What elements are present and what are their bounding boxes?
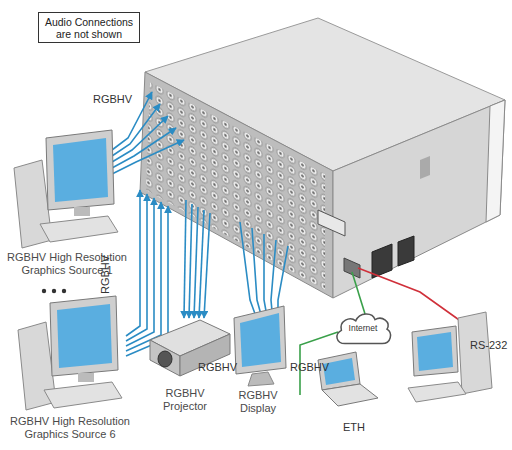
dot bbox=[62, 289, 66, 293]
source-computer bbox=[14, 130, 118, 248]
port-label: ETH bbox=[343, 421, 365, 434]
rs232-wire bbox=[358, 268, 462, 322]
node-text: RGBHV Display bbox=[226, 389, 290, 415]
cable bbox=[112, 140, 184, 174]
laptop bbox=[318, 352, 378, 406]
projector-lens bbox=[158, 351, 172, 367]
rgbhv-cables-in-6 bbox=[126, 190, 168, 356]
cable bbox=[252, 228, 263, 322]
switcher-label-plate bbox=[420, 156, 430, 179]
signal-label: RGBHV bbox=[198, 361, 237, 374]
signal-label: RGBHV bbox=[290, 361, 329, 374]
monitor-bezel bbox=[412, 326, 458, 376]
control-computer bbox=[408, 312, 492, 402]
cable bbox=[126, 194, 147, 341]
cable bbox=[199, 210, 204, 318]
port-label: RS-232 bbox=[470, 339, 507, 352]
monitor-bezel bbox=[46, 130, 114, 210]
power-switch bbox=[398, 236, 414, 266]
cable bbox=[126, 190, 140, 336]
cable bbox=[126, 202, 161, 351]
projector-front bbox=[150, 340, 180, 376]
monitor-screen bbox=[57, 304, 112, 368]
rgbhv-cables-projector bbox=[184, 200, 210, 318]
matrix-switcher bbox=[140, 18, 505, 298]
device-caption: RGBHV High Resolution Graphics Source 6 bbox=[0, 413, 140, 443]
cable bbox=[194, 207, 198, 318]
monitor-bezel bbox=[50, 296, 118, 376]
pc-tower bbox=[458, 312, 492, 394]
keyboard bbox=[408, 382, 466, 402]
cable bbox=[126, 206, 168, 356]
cable bbox=[126, 198, 154, 346]
display-stand bbox=[248, 372, 274, 386]
monitor-stand bbox=[78, 373, 94, 382]
rj45-port bbox=[344, 258, 360, 278]
cable bbox=[264, 234, 268, 322]
ethernet-wire bbox=[352, 272, 365, 314]
display bbox=[234, 306, 286, 386]
node-text: RGBHV High Resolution Graphics Source 1 bbox=[0, 251, 134, 277]
power-socket bbox=[372, 244, 392, 278]
monitor-screen bbox=[53, 138, 108, 202]
dot bbox=[52, 289, 56, 293]
bnc-connectors bbox=[146, 82, 325, 290]
note-box: Audio Connections are not shown bbox=[38, 12, 140, 43]
node-text: Internet bbox=[349, 322, 378, 335]
cable bbox=[189, 204, 192, 318]
node-text: RGBHV High Resolution Graphics Source 6 bbox=[0, 415, 140, 441]
signal-label: RGBHV bbox=[93, 93, 132, 106]
dot bbox=[42, 289, 46, 293]
signal-label: RGBHV bbox=[99, 255, 112, 294]
cloud-shape bbox=[337, 314, 391, 344]
db9-port bbox=[318, 210, 345, 236]
source-computer bbox=[18, 296, 122, 410]
node-text: RGBHV Projector bbox=[145, 387, 225, 413]
cable bbox=[204, 213, 210, 318]
keyboard bbox=[44, 382, 122, 408]
keyboard bbox=[40, 216, 118, 242]
laptop-base bbox=[322, 384, 378, 406]
device-caption: RGBHV High Resolution Graphics Source 1 bbox=[0, 249, 134, 279]
internet-cloud: Internet bbox=[333, 310, 393, 346]
device-caption: RGBHV Display bbox=[226, 388, 290, 416]
ellipsis-dots bbox=[42, 289, 66, 293]
monitor-stand bbox=[74, 207, 90, 216]
device-caption: RGBHV Projector bbox=[145, 386, 225, 414]
switcher-rear-panel bbox=[140, 72, 333, 298]
rack-ear bbox=[486, 100, 505, 222]
display-bezel bbox=[234, 306, 286, 374]
node-text: Audio Connections are not shown bbox=[43, 16, 135, 40]
monitor-screen bbox=[417, 332, 453, 371]
cable bbox=[184, 200, 186, 318]
display-screen bbox=[240, 313, 281, 367]
